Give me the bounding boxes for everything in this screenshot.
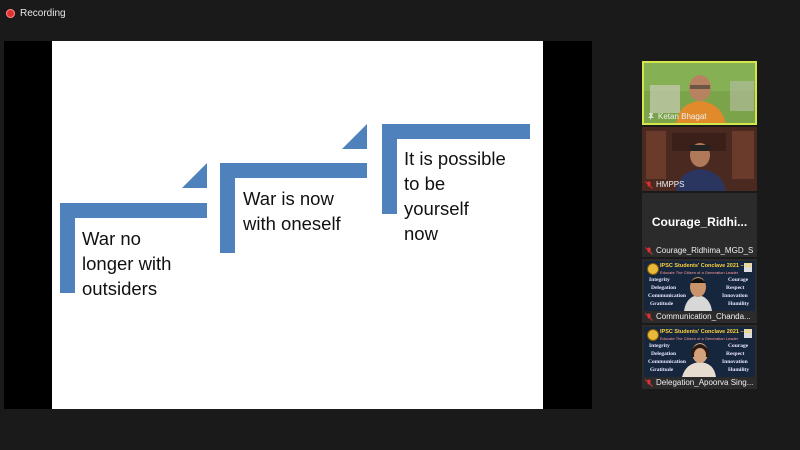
step-diagram xyxy=(60,124,530,293)
participant-display-name: Courage_Ridhi... xyxy=(651,215,748,229)
recording-label: Recording xyxy=(20,7,66,19)
poster-word: Courage xyxy=(728,343,749,349)
screen-share-area: War no longer with outsiders War is now … xyxy=(4,41,592,409)
poster-word: Gratitude xyxy=(650,367,674,373)
step-3-bracket xyxy=(382,124,530,214)
poster-word: Delegation xyxy=(651,351,677,357)
participant-name: Courage_Ridhima_MGD_S xyxy=(656,246,754,255)
participant-tile-communication-chanda[interactable]: IPSC Students' Conclave 2021 – 22 Educat… xyxy=(642,259,757,323)
mic-muted-icon xyxy=(645,378,653,387)
poster-word: Gratitude xyxy=(650,301,674,307)
poster-word: Humility xyxy=(728,301,750,307)
step-1-bracket xyxy=(60,163,207,293)
pin-icon xyxy=(648,112,654,121)
participant-name-bar: HMPPS xyxy=(645,180,755,189)
participant-video xyxy=(642,127,757,191)
step-2-bracket xyxy=(220,124,367,253)
participant-name: HMPPS xyxy=(656,180,685,189)
poster-word: Courage xyxy=(728,277,749,283)
participant-video xyxy=(682,343,716,377)
school-logo xyxy=(744,329,752,338)
conclave-logo xyxy=(647,329,659,341)
poster-word: Communication xyxy=(648,359,686,365)
mic-muted-icon xyxy=(645,312,653,321)
participant-tile-hmpps[interactable]: HMPPS xyxy=(642,127,757,191)
poster-word: Delegation xyxy=(651,285,677,291)
step-3-text: It is possible to be yourself now xyxy=(404,148,506,244)
recording-indicator[interactable]: Recording xyxy=(6,5,66,21)
poster-word: Innovation xyxy=(722,293,748,299)
virtual-background-poster: IPSC Students' Conclave 2021 – 22 Educat… xyxy=(644,261,755,311)
poster-word: Innovation xyxy=(722,359,748,365)
school-logo xyxy=(744,263,752,272)
participant-tile-courage-ridhima[interactable]: Courage_Ridhi... Courage_Ridhima_MGD_S xyxy=(642,193,757,257)
step-2-text: War is now with oneself xyxy=(243,188,341,234)
poster-title: IPSC Students' Conclave 2021 – 22 xyxy=(660,329,752,335)
participant-tile-ketan-bhagat[interactable]: Ketan Bhagat xyxy=(642,61,757,125)
presentation-slide: War no longer with outsiders War is now … xyxy=(52,41,543,409)
participant-name: Delegation_Apoorva Sing... xyxy=(656,378,754,387)
participant-name: Ketan Bhagat xyxy=(658,112,707,121)
poster-subtitle: Educate The Citizen of a Generation Lead… xyxy=(660,336,739,341)
mic-muted-icon xyxy=(645,246,653,255)
conclave-logo xyxy=(647,263,659,275)
participant-name-bar: Courage_Ridhima_MGD_S xyxy=(645,246,755,255)
step-1-text: War no longer with outsiders xyxy=(82,228,172,299)
poster-word: Respect xyxy=(726,285,745,291)
poster-word: Communication xyxy=(648,293,686,299)
recording-icon xyxy=(6,8,15,18)
participant-name-bar: Delegation_Apoorva Sing... xyxy=(645,378,755,387)
poster-subtitle: Educate The Citizen of a Generation Lead… xyxy=(660,270,739,275)
poster-word: Integrity xyxy=(649,343,670,349)
poster-word: Respect xyxy=(726,351,745,357)
poster-title: IPSC Students' Conclave 2021 – 22 xyxy=(660,263,752,269)
poster-word: Integrity xyxy=(649,277,670,283)
participant-name-bar: Ketan Bhagat xyxy=(647,112,753,121)
virtual-background-poster: IPSC Students' Conclave 2021 – 22 Educat… xyxy=(644,327,755,377)
participant-tile-delegation-apoorva[interactable]: IPSC Students' Conclave 2021 – 22 Educat… xyxy=(642,325,757,389)
participant-video xyxy=(684,277,712,311)
mic-muted-icon xyxy=(645,180,653,189)
participant-name-bar: Communication_Chanda... xyxy=(645,312,755,321)
participant-video xyxy=(644,63,755,123)
poster-word: Humility xyxy=(728,367,750,373)
participant-name: Communication_Chanda... xyxy=(656,312,751,321)
